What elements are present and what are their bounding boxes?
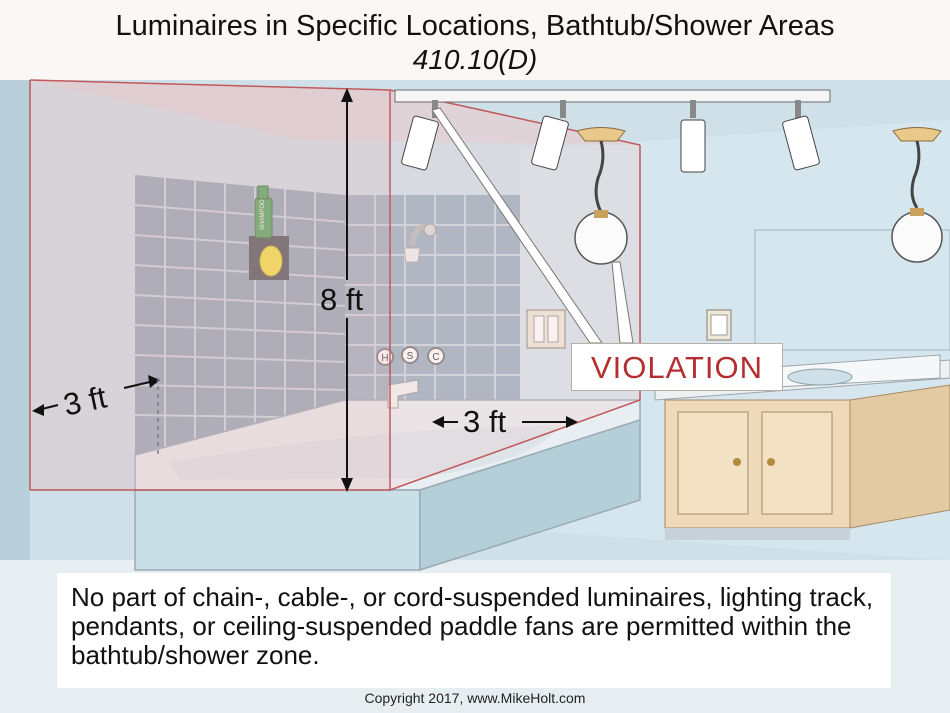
handle-h: H bbox=[381, 353, 388, 364]
shower-head-icon bbox=[403, 223, 437, 263]
receptacle-icon bbox=[526, 309, 732, 349]
left-wall bbox=[0, 80, 30, 600]
bathtub bbox=[134, 399, 641, 572]
bathtub-zone bbox=[29, 79, 641, 491]
ceiling bbox=[0, 0, 950, 80]
right-dimension-label: 3 ft bbox=[463, 404, 507, 439]
caption-text: No part of chain-, cable-, or cord-suspe… bbox=[57, 573, 891, 688]
page-title: Luminaires in Specific Locations, Bathtu… bbox=[115, 10, 835, 42]
handle-s: S bbox=[407, 351, 414, 362]
code-section: 410.10(D) bbox=[412, 44, 538, 75]
track-light-icon bbox=[782, 100, 820, 171]
violation-label: VIOLATION bbox=[571, 343, 783, 391]
wall-light-fixture: SHAMPOO bbox=[249, 185, 289, 280]
pendant-light-icon bbox=[574, 127, 628, 265]
track-light-icon bbox=[531, 100, 569, 171]
track-light-icon bbox=[680, 100, 706, 173]
faucet-handles-icon: H S C bbox=[376, 346, 445, 409]
handle-c: C bbox=[432, 352, 439, 363]
bottle-label: SHAMPOO bbox=[260, 199, 266, 230]
copyright-text: Copyright 2017, www.MikeHolt.com bbox=[364, 690, 586, 706]
dimension-arrows bbox=[32, 88, 578, 492]
pendant-light-icon bbox=[891, 127, 943, 263]
height-dimension-label: 8 ft bbox=[320, 282, 364, 317]
